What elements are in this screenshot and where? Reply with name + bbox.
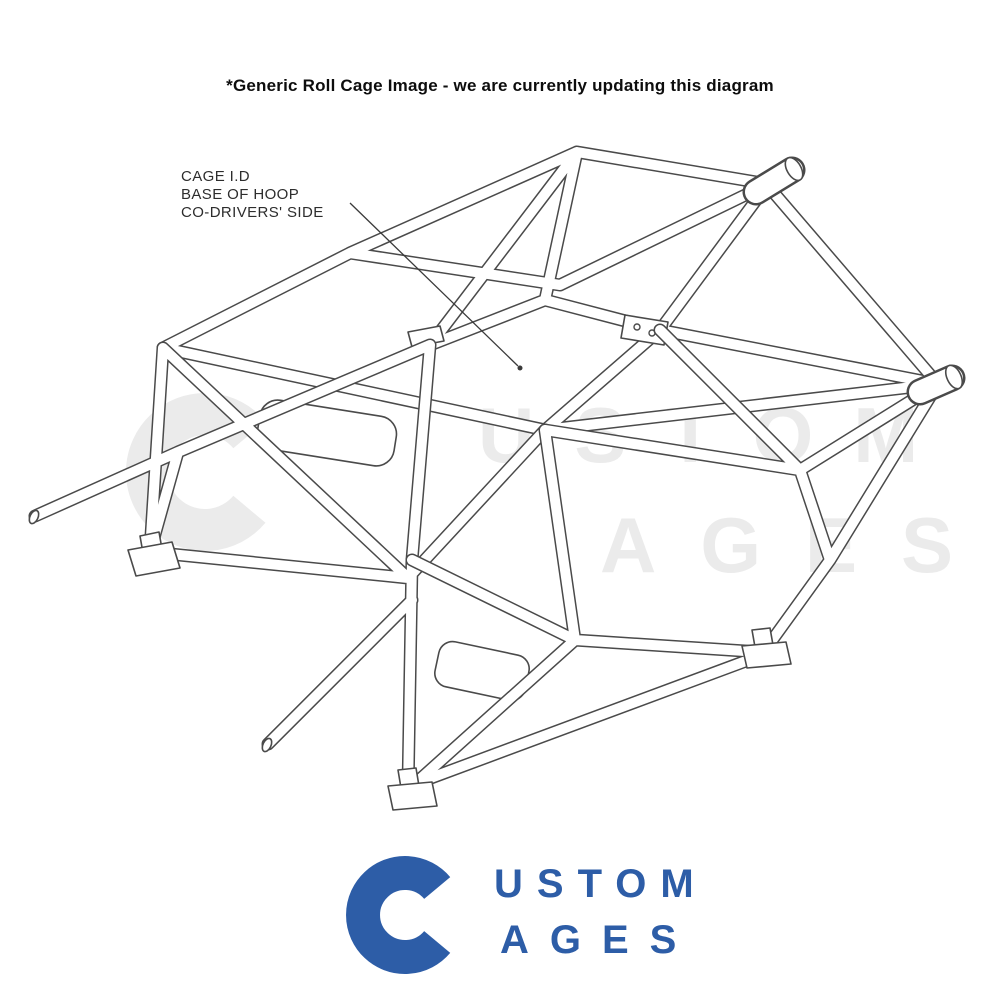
brand-logo: USTOM AGES xyxy=(346,856,708,974)
logo-line-2: AGES xyxy=(500,918,697,962)
foot-plate-left xyxy=(127,531,181,577)
body-panel-outlines xyxy=(256,399,530,702)
cage-id-annotation: CAGE I.D BASE OF HOOP CO-DRIVERS' SIDE xyxy=(181,168,324,222)
tube-end-lower xyxy=(261,737,273,753)
gusset-plate xyxy=(620,314,669,346)
watermark-line-2: AGES xyxy=(600,501,997,589)
update-notice: *Generic Roll Cage Image - we are curren… xyxy=(226,76,774,95)
annotation-line-1: CAGE I.D xyxy=(181,168,251,185)
annotation-leader xyxy=(349,202,523,371)
logo-line-1: USTOM xyxy=(494,862,708,906)
joint-fitting-top xyxy=(756,155,806,192)
foot-plate-right xyxy=(741,627,792,669)
joint-fitting-rear xyxy=(920,364,966,392)
logo-c-icon xyxy=(346,856,451,974)
tube-end-front xyxy=(28,509,40,525)
annotation-line-3: CO-DRIVERS' SIDE xyxy=(181,204,324,221)
foot-plate-center xyxy=(387,767,438,811)
roll-cage-diagram xyxy=(27,152,966,811)
annotation-line-2: BASE OF HOOP xyxy=(181,186,300,203)
